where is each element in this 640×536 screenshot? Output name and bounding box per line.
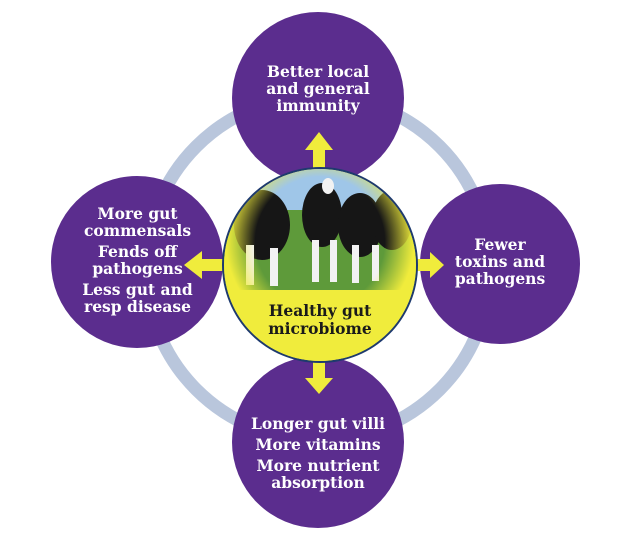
center-label-line: Healthy gut (268, 301, 372, 320)
left-item-line: resp disease (84, 297, 191, 316)
top-circle (232, 12, 404, 184)
left-item-line: Fends off (97, 242, 178, 261)
left-item-line: More gut (97, 204, 178, 223)
bottom-item-line: More nutrient (256, 456, 380, 475)
right-label-line: toxins and (454, 252, 546, 271)
bottom-item: More vitamins (255, 435, 381, 454)
right-label-line: pathogens (454, 269, 546, 288)
bottom-item: Longer gut villi (251, 414, 385, 433)
top-label-line: immunity (276, 96, 360, 115)
left-item-line: commensals (83, 221, 192, 240)
bottom-label: Longer gut villi More vitamins More nutr… (243, 415, 393, 495)
right-circle (420, 184, 580, 344)
right-label: Fewer toxins and pathogens (440, 236, 560, 287)
bottom-item-line: absorption (271, 473, 365, 492)
left-item-line: pathogens (92, 259, 183, 278)
left-circle (51, 176, 223, 348)
top-label-line: Better local (266, 62, 370, 81)
top-label: Better local and general immunity (248, 63, 388, 114)
center-label-line: microbiome (268, 319, 372, 338)
bottom-circle (232, 356, 404, 528)
right-label-line: Fewer (474, 235, 526, 254)
cows-photo (224, 169, 416, 361)
left-item-line: Less gut and (82, 280, 193, 299)
center-label: Healthy gut microbiome (250, 302, 390, 338)
top-label-line: and general (266, 79, 370, 98)
